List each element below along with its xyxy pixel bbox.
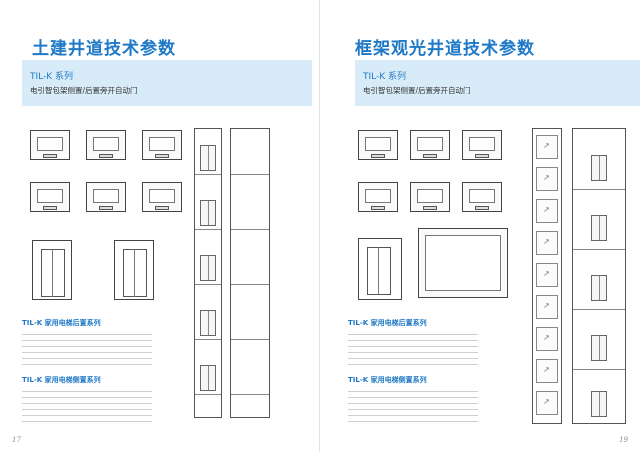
right-page-number: 19 <box>619 436 628 444</box>
door-elevation-drawing <box>114 240 154 300</box>
shaft-plan-drawing <box>30 182 70 212</box>
shaft-section-drawing <box>230 128 270 418</box>
left-spec-table-1 <box>22 328 152 365</box>
right-spec-table-2 <box>348 385 478 422</box>
frame-plan-drawing <box>418 228 508 298</box>
left-page-title: 土建井道技术参数 <box>32 39 176 59</box>
shaft-plan-drawing <box>86 182 126 212</box>
door-elevation-drawing <box>358 238 402 300</box>
shaft-plan-drawing <box>410 130 450 160</box>
shaft-plan-drawing <box>358 130 398 160</box>
shaft-plan-drawing <box>358 182 398 212</box>
shaft-plan-drawing <box>462 182 502 212</box>
left-page: 土建井道技术参数 TIL-K 系列 电引智包架侧置/后置旁开自动门 <box>12 0 320 452</box>
left-series-label: TIL-K 系列 <box>30 72 74 82</box>
left-table2-title: TIL-K 家用电梯侧置系列 <box>22 376 101 384</box>
shaft-section-drawing <box>572 128 626 424</box>
right-series-banner: TIL-K 系列 电引智包架侧置/后置旁开自动门 <box>355 60 640 106</box>
left-table1-title: TIL-K 家用电梯后置系列 <box>22 319 101 327</box>
shaft-plan-drawing <box>142 182 182 212</box>
right-page-title: 框架观光井道技术参数 <box>355 39 535 59</box>
right-series-label: TIL-K 系列 <box>363 72 407 82</box>
left-series-subtitle: 电引智包架侧置/后置旁开自动门 <box>30 86 138 95</box>
left-series-banner: TIL-K 系列 电引智包架侧置/后置旁开自动门 <box>22 60 312 106</box>
shaft-plan-drawing <box>86 130 126 160</box>
right-series-subtitle: 电引智包架侧置/后置旁开自动门 <box>363 86 471 95</box>
right-table1-title: TIL-K 家用电梯后置系列 <box>348 319 427 327</box>
left-page-number: 17 <box>12 436 21 444</box>
glass-tower-drawing <box>532 128 562 424</box>
right-table2-title: TIL-K 家用电梯侧置系列 <box>348 376 427 384</box>
right-spec-table-1 <box>348 328 478 365</box>
shaft-section-drawing <box>194 128 222 418</box>
shaft-plan-drawing <box>410 182 450 212</box>
shaft-plan-drawing <box>30 130 70 160</box>
door-elevation-drawing <box>32 240 72 300</box>
shaft-plan-drawing <box>462 130 502 160</box>
left-spec-table-2 <box>22 385 152 422</box>
shaft-plan-drawing <box>142 130 182 160</box>
right-page: 框架观光井道技术参数 TIL-K 系列 电引智包架侧置/后置旁开自动门 <box>320 0 640 452</box>
